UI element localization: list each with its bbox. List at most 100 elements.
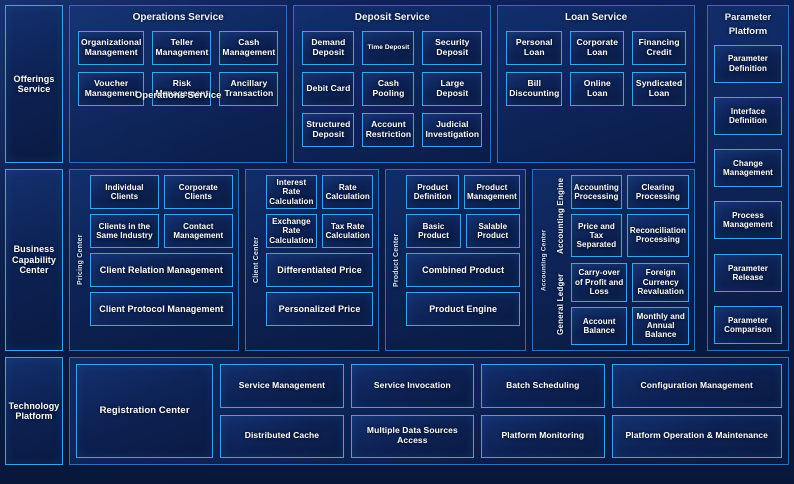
technology-platform-body: Registration Center Service Management D… <box>69 357 789 465</box>
parameter-item[interactable]: Change Management <box>714 149 782 188</box>
service-item[interactable]: Cash Management <box>219 31 279 65</box>
service-item[interactable]: Structured Deposit <box>302 113 355 147</box>
center-item[interactable]: Basic Product <box>406 214 461 248</box>
tech-item[interactable]: Service Management <box>220 364 344 408</box>
parameter-item[interactable]: Interface Definition <box>714 96 782 135</box>
service-item[interactable]: Account Restriction <box>362 113 415 147</box>
center-item[interactable]: Rate Calculation <box>322 175 374 209</box>
service-group-operations: Operations Service Organizational Manage… <box>69 5 288 163</box>
service-item[interactable]: Ancillary Transaction <box>219 72 279 106</box>
tech-item[interactable]: Distributed Cache <box>220 414 344 458</box>
service-item[interactable]: Personal Loan <box>506 31 563 65</box>
center-item[interactable]: Corporate Clients <box>163 175 233 209</box>
parameter-item[interactable]: Parameter Comparison <box>714 305 782 344</box>
center-item-pair: Interest Rate Calculation Rate Calculati… <box>265 175 374 209</box>
center-group-accounting: Accounting Center Accounting Engine Acco… <box>531 169 695 351</box>
service-item[interactable]: Cash Pooling <box>362 72 415 106</box>
service-item[interactable]: Teller Management <box>152 31 212 65</box>
accounting-item[interactable]: Monthly and Annual Balance <box>632 306 689 345</box>
offerings-service-body: Operations Service Organizational Manage… <box>69 5 789 163</box>
center-item-pair: Product Definition Product Management <box>406 175 520 209</box>
tech-item[interactable]: Platform Monitoring <box>481 414 605 458</box>
tech-column: Service Invocation Multiple Data Sources… <box>350 364 475 458</box>
accounting-item[interactable]: Accounting Processing <box>570 175 622 209</box>
parameter-platform-items: Parameter Definition Interface Definitio… <box>714 44 782 345</box>
accounting-block-engine: Accounting Engine Accounting Processing … <box>554 175 689 257</box>
row-offerings-service: Offerings Service Operations Service Org… <box>5 5 789 163</box>
tech-item[interactable]: Multiple Data Sources Access <box>350 414 475 458</box>
service-item[interactable]: Corporate Loan <box>570 31 625 65</box>
service-item[interactable]: Judicial Investigation <box>422 113 483 147</box>
service-item-grid: Demand Deposit Time Deposit Security Dep… <box>302 31 483 154</box>
tech-item[interactable]: Batch Scheduling <box>481 364 605 408</box>
tech-column: Batch Scheduling Platform Monitoring <box>481 364 605 458</box>
center-item-stack: Individual Clients Corporate Clients Cli… <box>90 175 233 345</box>
service-item[interactable]: Risk Management <box>152 72 212 106</box>
accounting-item[interactable]: Price and Tax Separated <box>570 213 622 257</box>
center-item-wide[interactable]: Client Relation Management <box>90 253 233 287</box>
service-group-loan: Loan Service Personal Loan Corporate Loa… <box>497 5 696 163</box>
tech-item[interactable]: Configuration Management <box>611 364 782 408</box>
center-item-pair: Basic Product Salable Product <box>406 214 520 248</box>
service-group-title: Loan Service <box>564 12 628 23</box>
center-item-wide[interactable]: Differentiated Price <box>265 253 374 287</box>
accounting-item[interactable]: Account Balance <box>570 306 628 345</box>
accounting-blocks: Accounting Engine Accounting Processing … <box>554 175 689 345</box>
center-item-pair: Individual Clients Corporate Clients <box>90 175 233 209</box>
center-vertical-label: Product Center <box>393 233 401 287</box>
spine-label-business-capability-center: Business Capability Center <box>5 169 63 351</box>
service-group-title: Operations Service <box>132 12 224 23</box>
center-item[interactable]: Product Definition <box>406 175 460 209</box>
accounting-item[interactable]: Clearing Processing <box>626 175 689 209</box>
row-technology-platform: Technology Platform Registration Center … <box>5 357 789 465</box>
parameter-platform-title: Parameter Platform <box>724 12 772 38</box>
service-item[interactable]: Security Deposit <box>422 31 483 65</box>
service-item[interactable]: Online Loan <box>570 72 625 106</box>
center-item[interactable]: Contact Management <box>163 214 233 248</box>
service-item[interactable]: Voucher Management <box>78 72 145 106</box>
center-item[interactable]: Clients in the Same Industry <box>90 214 159 248</box>
accounting-item[interactable]: Reconciliation Processing <box>626 213 689 257</box>
center-item-pair: Exchange Rate Calculation Tax Rate Calcu… <box>265 214 374 248</box>
center-item-wide[interactable]: Personalized Price <box>265 292 374 326</box>
center-item[interactable]: Exchange Rate Calculation <box>265 214 318 248</box>
service-item[interactable]: Large Deposit <box>422 72 483 106</box>
service-item[interactable]: Demand Deposit <box>302 31 355 65</box>
accounting-item[interactable]: Carry-over of Profit and Loss <box>570 263 628 302</box>
service-item[interactable]: Bill Discounting <box>506 72 563 106</box>
center-item-wide[interactable]: Combined Product <box>406 253 520 287</box>
center-item-stack: Interest Rate Calculation Rate Calculati… <box>265 175 374 345</box>
tech-item-registration-center[interactable]: Registration Center <box>76 364 214 458</box>
service-item-grid: Organizational Management Teller Managem… <box>78 31 279 154</box>
center-item-wide[interactable]: Client Protocol Management <box>90 292 233 326</box>
parameter-item[interactable]: Parameter Definition <box>714 44 782 83</box>
service-item[interactable]: Organizational Management <box>78 31 145 65</box>
accounting-engine-vertical-label: Accounting Engine <box>555 177 565 255</box>
parameter-item[interactable]: Process Management <box>714 201 782 240</box>
center-item-wide[interactable]: Product Engine <box>406 292 520 326</box>
service-item-grid: Personal Loan Corporate Loan Financing C… <box>506 31 687 154</box>
accounting-item[interactable]: Foreign Currency Revaluation <box>632 263 689 302</box>
parameter-item[interactable]: Parameter Release <box>714 253 782 292</box>
accounting-item-grid: Accounting Processing Clearing Processin… <box>570 175 689 257</box>
service-item[interactable]: Time Deposit <box>362 31 415 65</box>
service-group-deposit: Deposit Service Demand Deposit Time Depo… <box>293 5 492 163</box>
service-item[interactable]: Financing Credit <box>632 31 687 65</box>
center-vertical-label: Pricing Center <box>77 234 84 286</box>
center-item-pair: Clients in the Same Industry Contact Man… <box>90 214 233 248</box>
center-group-product: Product Center Product Definition Produc… <box>385 169 526 351</box>
accounting-block-general-ledger: General Ledger Carry-over of Profit and … <box>554 263 689 345</box>
service-item[interactable]: Syndicated Loan <box>632 72 687 106</box>
tech-item[interactable]: Platform Operation & Maintenance <box>611 414 782 458</box>
service-item[interactable]: Debit Card <box>302 72 355 106</box>
center-item[interactable]: Tax Rate Calculation <box>322 214 374 248</box>
tech-column: Configuration Management Platform Operat… <box>611 364 782 458</box>
center-item[interactable]: Salable Product <box>465 214 520 248</box>
center-item[interactable]: Individual Clients <box>90 175 159 209</box>
center-group-client: Client Center Interest Rate Calculation … <box>244 169 380 351</box>
center-item[interactable]: Interest Rate Calculation <box>265 175 318 209</box>
center-group-pricing: Pricing Center Individual Clients Corpor… <box>69 169 239 351</box>
center-item[interactable]: Product Management <box>464 175 520 209</box>
spine-label-technology-platform: Technology Platform <box>5 357 63 465</box>
tech-item[interactable]: Service Invocation <box>350 364 475 408</box>
